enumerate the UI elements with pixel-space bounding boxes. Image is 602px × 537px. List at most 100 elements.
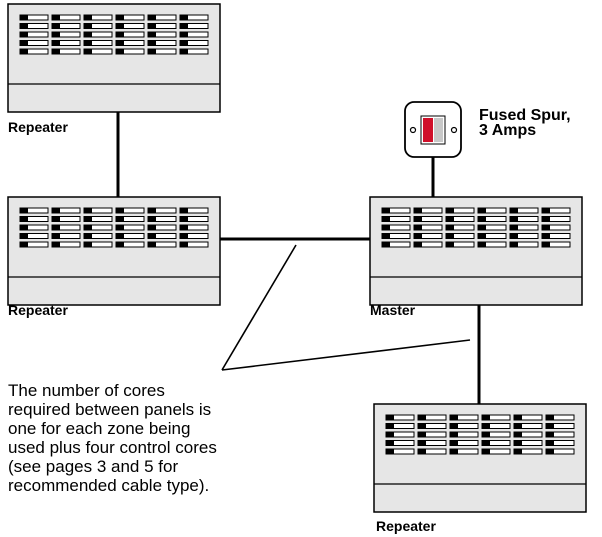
zone-led-icon (20, 49, 28, 54)
zone-led-icon (52, 233, 60, 239)
zone-led-icon (52, 225, 60, 230)
zone-led-icon (20, 225, 28, 230)
zone-led-icon (148, 15, 156, 20)
zone-led-icon (20, 15, 28, 20)
zone-led-icon (20, 216, 28, 222)
zone-led-icon (418, 449, 426, 454)
zone-led-icon (514, 415, 522, 420)
zone-led-icon (382, 242, 390, 247)
cable-cores-note: The number of cores required between pan… (8, 381, 318, 495)
zone-led-icon (382, 216, 390, 222)
zone-led-icon (180, 23, 188, 29)
zone-led-icon (482, 440, 490, 446)
zone-led-icon (542, 208, 550, 213)
zone-led-icon (116, 242, 124, 247)
zone-led-icon (148, 225, 156, 230)
zone-led-icon (482, 449, 490, 454)
zone-led-icon (116, 216, 124, 222)
zone-led-icon (542, 216, 550, 222)
zone-led-icon (180, 32, 188, 37)
zone-led-icon (180, 242, 188, 247)
zone-led-icon (20, 208, 28, 213)
note-line: used plus four control cores (8, 438, 217, 457)
note-line: recommended cable type). (8, 476, 210, 495)
zone-led-icon (446, 233, 454, 239)
zone-led-icon (148, 208, 156, 213)
zone-led-icon (148, 32, 156, 37)
zone-led-icon (116, 23, 124, 29)
zone-led-icon (414, 242, 422, 247)
fused-spur (404, 101, 462, 158)
zone-led-icon (478, 208, 486, 213)
pointer-to-master-cable (221, 339, 471, 371)
zone-led-icon (446, 216, 454, 222)
zone-led-icon (52, 208, 60, 213)
spur-screw-left-icon (409, 126, 417, 134)
zone-led-icon (450, 432, 458, 437)
master-label: Master (370, 302, 416, 318)
repeater-left-label: Repeater (8, 302, 68, 318)
zone-led-icon (482, 415, 490, 420)
zone-led-icon (510, 233, 518, 239)
zone-led-icon (84, 15, 92, 20)
zone-led-icon (116, 233, 124, 239)
zone-led-icon (52, 32, 60, 37)
zone-led-icon (52, 49, 60, 54)
spur-screw-right-icon (450, 126, 458, 134)
spur-switch-grey-icon (434, 118, 443, 142)
zone-led-icon (450, 449, 458, 454)
zone-led-icon (386, 432, 394, 437)
zone-led-icon (386, 415, 394, 420)
zone-led-icon (180, 225, 188, 230)
zone-led-icon (148, 49, 156, 54)
zone-led-icon (84, 208, 92, 213)
note-line: The number of cores (8, 381, 165, 400)
fused-spur-label-line1: Fused Spur, (479, 107, 571, 124)
zone-led-icon (116, 40, 124, 46)
zone-led-icon (546, 432, 554, 437)
note-line: (see pages 3 and 5 for (8, 457, 179, 476)
zone-led-icon (542, 233, 550, 239)
panel-body (7, 3, 221, 113)
zone-led-icon (446, 208, 454, 213)
zone-led-icon (52, 216, 60, 222)
fused-spur-label-line2: 3 Amps (479, 122, 537, 139)
zone-led-icon (510, 242, 518, 247)
zone-led-icon (546, 423, 554, 429)
panel-body (7, 196, 221, 306)
zone-led-icon (386, 449, 394, 454)
zone-led-icon (418, 432, 426, 437)
zone-led-icon (180, 233, 188, 239)
zone-led-icon (546, 415, 554, 420)
zone-led-icon (20, 23, 28, 29)
zone-led-icon (450, 415, 458, 420)
zone-led-icon (84, 23, 92, 29)
zone-led-icon (414, 225, 422, 230)
zone-led-icon (478, 225, 486, 230)
zone-led-icon (20, 242, 28, 247)
zone-led-icon (180, 208, 188, 213)
zone-led-icon (84, 49, 92, 54)
zone-led-icon (478, 233, 486, 239)
zone-led-icon (116, 49, 124, 54)
zone-led-icon (84, 225, 92, 230)
zone-led-icon (20, 233, 28, 239)
zone-led-icon (382, 225, 390, 230)
zone-led-icon (180, 216, 188, 222)
pointer-to-left-cable (221, 244, 297, 371)
repeater-top-panel (7, 3, 221, 113)
zone-led-icon (52, 242, 60, 247)
zone-led-icon (52, 23, 60, 29)
zone-led-icon (180, 15, 188, 20)
fused-spur-label: Fused Spur, 3 Amps (479, 107, 571, 139)
zone-led-icon (180, 40, 188, 46)
zone-led-icon (84, 242, 92, 247)
repeater-top-label: Repeater (8, 119, 68, 135)
repeater-bottom-panel (373, 403, 587, 513)
zone-led-icon (546, 440, 554, 446)
note-pointer (221, 244, 471, 371)
zone-led-icon (414, 208, 422, 213)
zone-led-icon (84, 216, 92, 222)
repeater-left-panel (7, 196, 221, 306)
